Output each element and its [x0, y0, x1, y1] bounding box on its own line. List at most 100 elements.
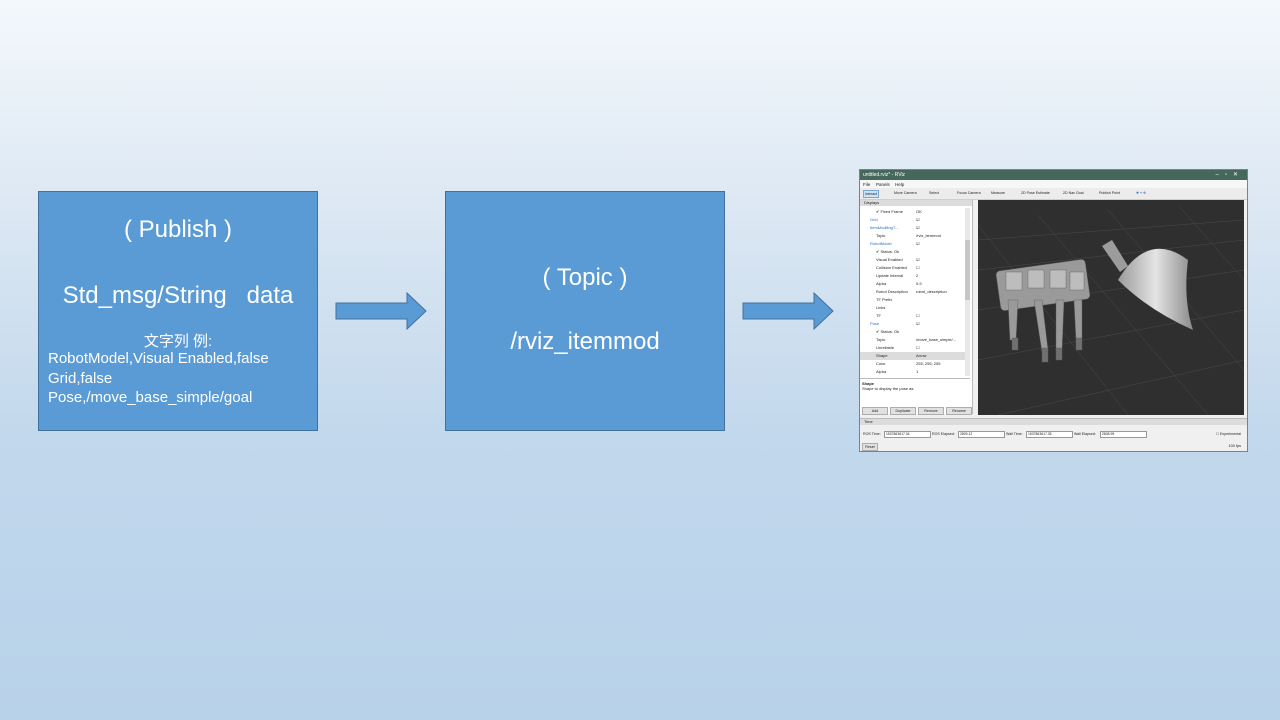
wall-time-label: Wall Time:: [1006, 432, 1023, 436]
display-row-value: ☐: [916, 313, 920, 318]
displays-scroll-thumb: [965, 240, 970, 300]
display-row: Robot Description robot_description: [860, 288, 968, 296]
remove-button: Remove: [918, 407, 944, 415]
display-row: Pose ☑: [860, 320, 968, 328]
display-row-name: TF: [876, 313, 881, 318]
menu-panels: Panels: [876, 182, 890, 187]
example-line: Pose,/move_base_simple/goal: [48, 389, 253, 406]
example-heading: 文字列 例:: [143, 333, 213, 350]
display-row-name: ✔ Status: Ok: [876, 249, 900, 254]
display-row: RobotModel ☑: [860, 240, 968, 248]
publish-title: ( Publish ): [123, 216, 233, 243]
display-row-name: Visual Enabled: [876, 257, 903, 262]
display-row-name: Grid: [870, 217, 878, 222]
tool-publish-point: Publish Point: [1099, 191, 1120, 195]
display-row-name: ItemModifingT...: [870, 225, 899, 230]
add-button: Add: [862, 407, 888, 415]
fps-label: 100 fps: [1228, 444, 1241, 448]
publish-box: ( Publish ) Std_msg/String data 文字列 例: R…: [38, 191, 318, 431]
topic-name: /rviz_itemmod: [510, 328, 660, 355]
rviz-titlebar: untitled.rviz* - RViz –▫✕: [860, 170, 1247, 180]
display-row: ✔ Status: Ok: [860, 328, 968, 336]
display-row-name: Alpha: [876, 369, 887, 374]
display-row: TF ☐: [860, 312, 968, 320]
flow-arrow: [335, 292, 427, 330]
display-row: Color 255; 255; 255: [860, 360, 968, 368]
display-row: Topic/rviz_itemmod: [860, 232, 968, 240]
tool-measure: Measure: [991, 191, 1005, 195]
display-row-name: ✔ Fixed Frame: [876, 209, 903, 214]
topic-title: ( Topic ): [542, 264, 628, 291]
display-row-value: /rviz_itemmod: [916, 233, 941, 238]
display-row-value: 2: [916, 273, 919, 278]
display-row-value: robot_description: [916, 289, 947, 294]
message-type: Std_msg/String data: [62, 282, 294, 309]
display-row-name: Topic: [876, 337, 886, 342]
display-row-value: ☑: [916, 321, 920, 326]
duplicate-button: Duplicate: [890, 407, 916, 415]
tool-select: Select: [929, 191, 939, 195]
display-row: Topic/move_base_simple/...: [860, 336, 968, 344]
menu-file: File: [863, 182, 871, 187]
flow-arrow: [742, 292, 834, 330]
3d-viewport: [978, 200, 1244, 415]
tool-pose-estimate: 2D Pose Estimate: [1021, 191, 1050, 195]
rename-button: Rename: [946, 407, 972, 415]
time-header: Time: [860, 419, 1247, 425]
display-row-value: 0.9: [916, 281, 922, 286]
display-row: Alpha 1: [860, 368, 968, 376]
rviz-toolbar: Interact Move Camera Select Focus Camera…: [860, 188, 1247, 200]
display-row-name: TF Prefix: [876, 297, 893, 302]
pose-arrow: [1102, 240, 1193, 330]
display-row-name: Unreliable: [876, 345, 895, 350]
display-row-name: Topic: [876, 233, 886, 238]
display-row-name: RobotModel: [870, 241, 892, 246]
rviz-window-title: untitled.rviz* - RViz: [863, 172, 906, 178]
window-controls-icon: –▫✕: [1215, 172, 1244, 178]
display-row-name: Links: [876, 305, 886, 310]
wall-time-field: 1537863617.35: [1026, 431, 1073, 438]
display-row-name: Color: [876, 361, 886, 366]
ros-elapsed-field: 2809.12: [958, 431, 1005, 438]
display-row-value: ☐: [916, 345, 920, 350]
displays-panel: Displays ✔ Fixed Frame OK Grid ☑ ItemModifin…: [860, 200, 973, 415]
ros-time-label: ROS Time:: [863, 432, 881, 436]
display-row-value: ☑: [916, 241, 920, 246]
reset-button: Reset: [862, 443, 878, 451]
toolbar-extra-icon: ✚ ━ ✜: [1136, 191, 1147, 195]
displays-header: Displays: [860, 200, 972, 206]
display-row-name: Robot Description: [876, 289, 908, 294]
display-row-value: ☑: [916, 217, 920, 222]
ros-elapsed-label: ROS Elapsed:: [932, 432, 955, 436]
desc-title: Shape: [862, 381, 875, 386]
display-row: TF Prefix: [860, 296, 968, 304]
tool-focus-camera: Focus Camera: [957, 191, 981, 195]
robot-model: [995, 259, 1091, 363]
display-row-value: ☑: [916, 257, 920, 262]
example-line: RobotModel,Visual Enabled,false: [48, 350, 269, 367]
wall-elapsed-field: 2808.99: [1100, 431, 1147, 438]
topic-box: ( Topic ) /rviz_itemmod: [445, 191, 725, 431]
display-row-value: OK: [916, 209, 922, 214]
display-row-name: Pose: [870, 321, 880, 326]
display-row-value: ☑: [916, 225, 920, 230]
ros-time-field: 1537863617.34: [884, 431, 931, 438]
property-description: Shape Shape to display the pose as.: [860, 378, 970, 404]
tool-move-camera: Move Camera: [894, 191, 917, 195]
desc-text: Shape to display the pose as.: [862, 386, 915, 391]
display-row: Links: [860, 304, 968, 312]
display-row: Unreliable ☐: [860, 344, 968, 352]
display-row-name: Alpha: [876, 281, 887, 286]
example-line: Grid,false: [48, 370, 113, 387]
display-row-value: Arrow: [916, 353, 927, 358]
display-row-value: 1: [916, 369, 919, 374]
tool-nav-goal: 2D Nav Goal: [1063, 191, 1084, 195]
experimental-checkbox: ☐ Experimental: [1215, 432, 1241, 436]
display-row: Collision Enabled☐: [860, 264, 968, 272]
tool-interact: Interact: [863, 190, 879, 198]
display-row-name: Collision Enabled: [876, 265, 907, 270]
display-row: Grid ☑: [860, 216, 968, 224]
display-row: ✔ Fixed Frame OK: [860, 208, 968, 216]
display-row-value: 255; 255; 255: [916, 361, 941, 366]
